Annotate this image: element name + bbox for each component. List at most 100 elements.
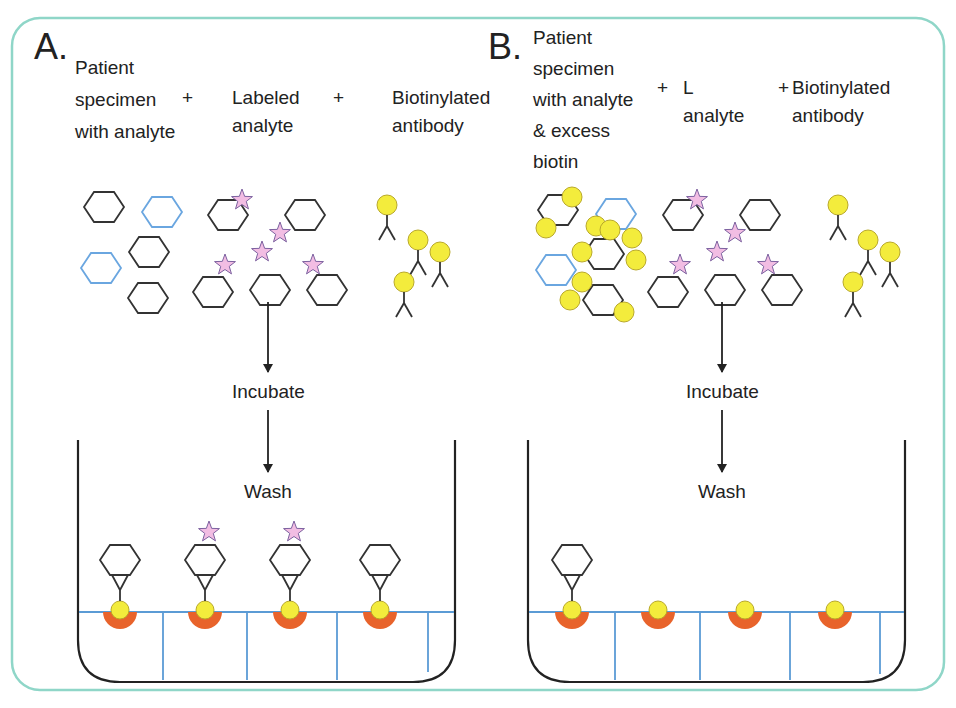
labeled-analyte-part — [670, 254, 691, 274]
bound-complexes-part — [282, 575, 298, 601]
excess-biotin — [536, 187, 646, 322]
specimen-molecules-part — [142, 197, 182, 227]
bound-complexes-part — [103, 601, 137, 629]
bound-complexes-part — [100, 545, 140, 575]
bound-complexes-part — [284, 521, 305, 541]
labeled-analyte-part — [762, 275, 802, 305]
flow-arrow — [721, 410, 723, 472]
well-surface — [79, 612, 454, 680]
labeled-analyte-part — [707, 241, 728, 261]
bound-complexes-part — [728, 601, 762, 629]
labeled-analyte-part — [687, 189, 708, 209]
antibodies-part — [858, 230, 878, 275]
plus-sign: + — [778, 74, 789, 102]
plus-sign: + — [333, 84, 344, 112]
labeled-analyte-part — [740, 200, 780, 230]
bound-complexes — [552, 545, 852, 629]
well-surface-part — [162, 612, 164, 680]
flow-arrow — [267, 302, 269, 372]
labeled-analyte — [193, 189, 347, 307]
excess-biotin-part — [536, 218, 556, 238]
bound-complexes-part — [564, 575, 580, 601]
reagent-label: Labeled analyte — [232, 84, 314, 140]
step-label: Incubate — [232, 378, 305, 406]
specimen-molecules-part — [81, 253, 121, 283]
flow-arrow — [721, 302, 723, 372]
bound-complexes-part — [372, 575, 388, 601]
step-label: Wash — [698, 478, 746, 506]
labeled-analyte-part — [648, 277, 688, 307]
bound-complexes-part — [185, 545, 225, 575]
excess-biotin-part — [626, 250, 646, 270]
excess-biotin-part — [614, 302, 634, 322]
bound-complexes-part — [818, 601, 852, 629]
bound-complexes-part — [197, 575, 213, 601]
bound-complexes-part — [552, 545, 592, 575]
excess-biotin-part — [560, 290, 580, 310]
excess-biotin-part — [572, 272, 592, 292]
bound-complexes-part — [273, 601, 307, 629]
reagent-label: Biotinylated antibody — [792, 74, 904, 130]
well-surface-part — [879, 612, 881, 674]
well — [78, 440, 455, 682]
bound-complexes-part — [270, 545, 310, 575]
plus-sign: + — [657, 74, 668, 102]
specimen-molecules-part — [84, 192, 124, 222]
bound-complexes — [100, 521, 400, 629]
labeled-analyte-part — [270, 222, 291, 242]
plus-sign: + — [182, 84, 193, 112]
bound-complexes-part — [555, 601, 589, 629]
excess-biotin-part — [562, 187, 582, 207]
panel-letter: A. — [34, 26, 68, 68]
bound-complexes-part — [112, 575, 128, 601]
antibodies-part — [843, 272, 863, 317]
specimen-molecules — [536, 195, 636, 315]
well-surface-part — [427, 612, 429, 672]
reagent-label: analyte — [683, 102, 744, 130]
labeled-analyte-part — [285, 200, 325, 230]
panel-letter: B. — [488, 26, 522, 68]
labeled-analyte-part — [193, 277, 233, 307]
bound-complexes-part — [199, 521, 220, 541]
specimen-molecules — [81, 192, 182, 313]
reagent-label: Biotinylated antibody — [392, 84, 504, 140]
labeled-analyte — [648, 189, 802, 307]
labeled-analyte-part — [303, 254, 324, 274]
excess-biotin-part — [600, 220, 620, 240]
specimen-molecules-part — [129, 237, 169, 267]
antibodies-part — [408, 230, 428, 275]
excess-biotin-part — [622, 228, 642, 248]
labeled-analyte-part — [758, 254, 779, 274]
antibodies-part — [828, 195, 848, 240]
step-label: Wash — [244, 478, 292, 506]
antibodies-part — [377, 195, 397, 240]
antibodies — [828, 195, 900, 317]
labeled-analyte-part — [252, 241, 273, 261]
excess-biotin-part — [572, 242, 592, 262]
antibodies-part — [430, 242, 450, 287]
specimen-molecules-part — [128, 283, 168, 313]
step-label: Incubate — [686, 378, 759, 406]
reagent-label: Patient specimen with analyte — [75, 52, 187, 148]
bound-complexes-part — [641, 601, 675, 629]
antibodies — [377, 195, 450, 317]
well — [528, 440, 905, 682]
labeled-analyte-part — [705, 275, 745, 305]
specimen-molecules-part — [536, 255, 576, 285]
reagent-label: L — [683, 74, 694, 102]
antibodies-part — [880, 242, 900, 287]
labeled-analyte-part — [725, 222, 746, 242]
labeled-analyte-part — [250, 275, 290, 305]
bound-complexes-part — [360, 545, 400, 575]
labeled-analyte-part — [215, 254, 236, 274]
antibodies-part — [394, 272, 414, 317]
flow-arrow — [267, 410, 269, 472]
reagent-label: Patient specimen with analyte & excess b… — [533, 22, 645, 177]
frame — [12, 18, 944, 690]
well-surface-part — [789, 612, 791, 680]
well-surface-part — [699, 612, 701, 680]
well-surface-part — [614, 612, 616, 680]
labeled-analyte-part — [232, 189, 253, 209]
bound-complexes-part — [363, 601, 397, 629]
labeled-analyte-part — [307, 275, 347, 305]
